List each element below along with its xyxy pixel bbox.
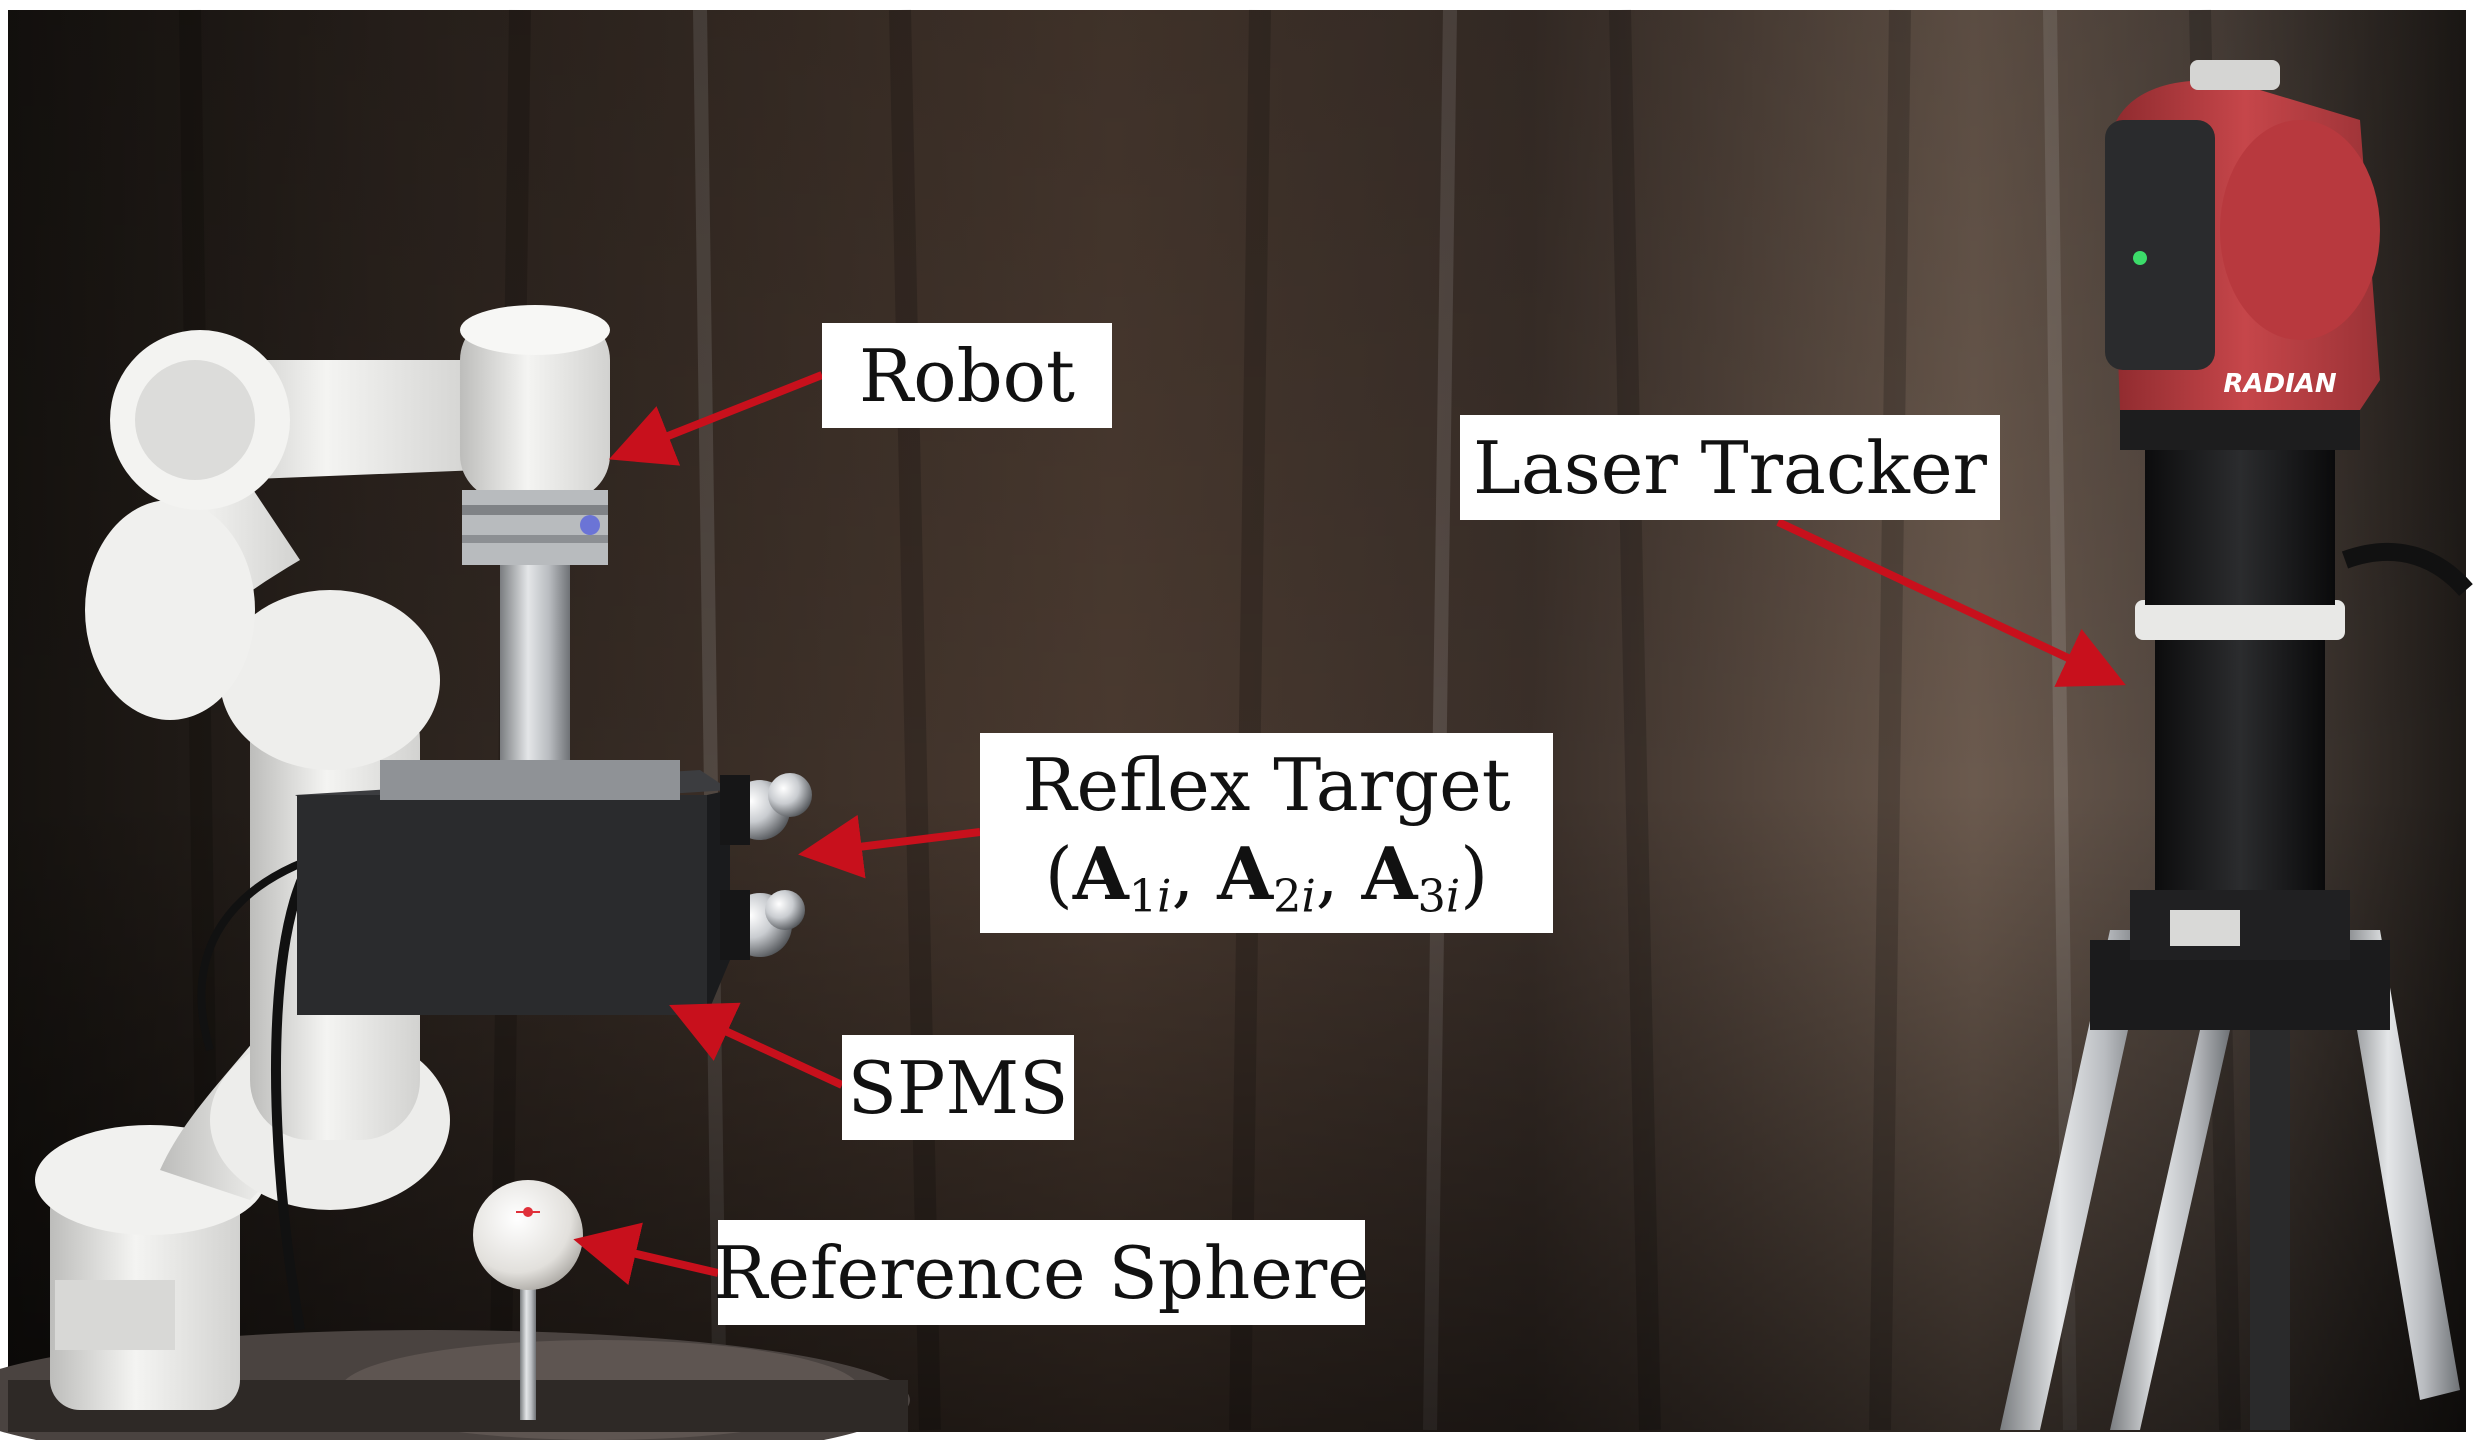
- annotation-arrows: [573, 371, 2126, 1285]
- label-reflex-target-variables: (A1i, A2i, A3i): [1044, 830, 1489, 923]
- label-laser-tracker: Laser Tracker: [1460, 415, 2000, 520]
- reference-sphere: [473, 1180, 583, 1420]
- robot-arm: [35, 305, 610, 1410]
- arrow-reference-sphere: [573, 1222, 719, 1285]
- label-robot: Robot: [822, 323, 1112, 428]
- spms-fixture: [295, 760, 812, 1015]
- arrow-laser-tracker: [1776, 518, 2126, 687]
- arrow-spms: [669, 1002, 844, 1089]
- label-reference-sphere: Reference Sphere: [713, 1220, 1370, 1325]
- label-reflex-target-line1: Reflex Target: [1022, 743, 1511, 828]
- label-reflex-target: Reflex Target (A1i, A2i, A3i): [980, 733, 1553, 933]
- laser-tracker: RADIAN: [2000, 60, 2473, 1430]
- tracker-brand-text: RADIAN: [2223, 369, 2337, 399]
- arrow-robot: [608, 371, 824, 466]
- label-spms: SPMS: [842, 1035, 1074, 1140]
- arrow-reflex-target: [798, 814, 981, 879]
